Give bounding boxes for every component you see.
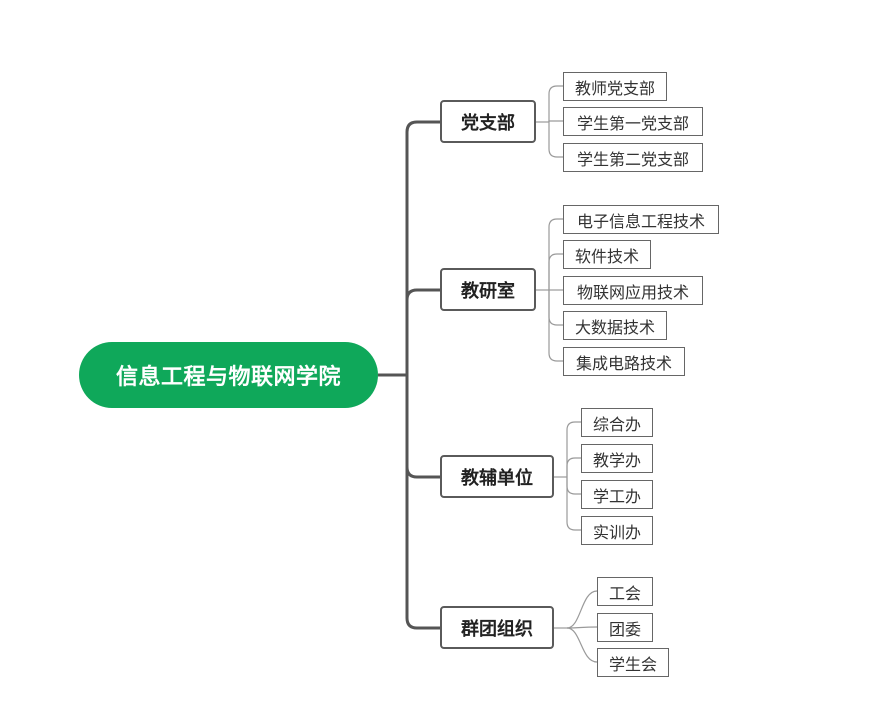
leaf-teaching-office: 教学办: [581, 444, 653, 473]
leaf-student-affairs-office: 学工办: [581, 480, 653, 509]
leaf-training-office: 实训办: [581, 516, 653, 545]
leaf-youth-league: 团委: [597, 613, 653, 642]
leaf-iot-application: 物联网应用技术: [563, 276, 703, 305]
leaf-big-data: 大数据技术: [563, 311, 667, 340]
branch-teaching-research: 教研室: [440, 268, 536, 311]
connector-leaf-1-0: [548, 218, 563, 290]
leaf-labor-union: 工会: [597, 577, 653, 606]
connector-branch-2: [405, 375, 440, 479]
connector-leaf-3-0: [566, 590, 598, 629]
leaf-student-first-party-branch: 学生第一党支部: [563, 107, 703, 136]
connector-leaf-3-2: [566, 627, 598, 663]
connector-leaf-0-2: [548, 122, 563, 158]
branch-mass-organizations: 群团组织: [440, 606, 554, 649]
leaf-integrated-circuit: 集成电路技术: [563, 347, 685, 376]
leaf-electronic-info-eng: 电子信息工程技术: [563, 205, 719, 234]
branch-support-units: 教辅单位: [440, 455, 554, 498]
leaf-student-second-party-branch: 学生第二党支部: [563, 143, 703, 172]
connector-branch-1: [405, 288, 440, 375]
leaf-software-tech: 软件技术: [563, 240, 651, 269]
connector-branch-3: [405, 375, 440, 630]
connector-leaf-2-3: [566, 477, 581, 531]
connector-leaf-0-1: [548, 120, 563, 122]
connector-leaf-1-4: [548, 290, 563, 362]
connector-leaf-2-0: [566, 421, 581, 477]
connector-leaf-1-3: [548, 290, 563, 326]
connector-leaf-2-2: [566, 477, 581, 495]
connector-leaf-2-1: [566, 457, 581, 477]
leaf-teacher-party-branch: 教师党支部: [563, 72, 667, 101]
leaf-general-office: 综合办: [581, 408, 653, 437]
connector-leaf-3-1: [566, 626, 598, 629]
connector-leaf-0-0: [548, 85, 563, 122]
root-node: 信息工程与物联网学院: [79, 342, 378, 408]
branch-party-branch: 党支部: [440, 100, 536, 143]
connector-branch-0: [405, 120, 440, 375]
leaf-student-union: 学生会: [597, 648, 669, 677]
connector-leaf-1-1: [548, 253, 563, 290]
